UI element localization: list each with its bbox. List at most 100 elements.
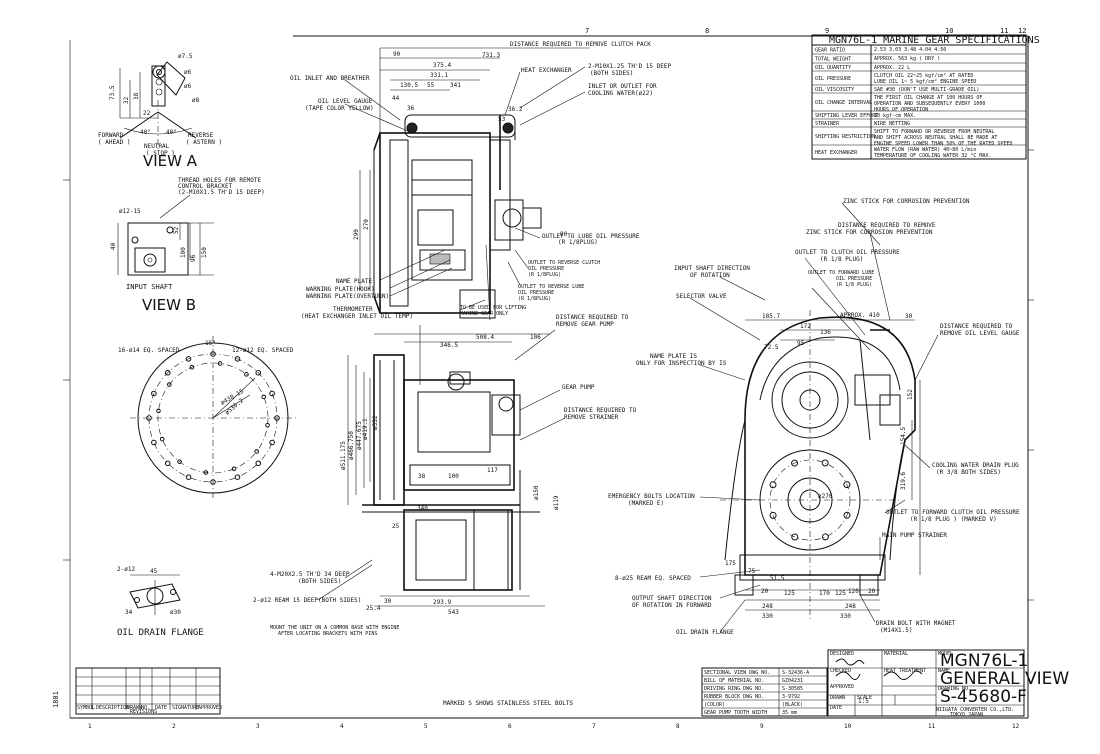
border-number: 6 [508, 723, 512, 730]
revision-header: DRAWN [127, 705, 142, 711]
dim-label: ø447.675 [356, 421, 363, 450]
fwd-lube-label: OIL PRESSURE [836, 276, 872, 282]
view-a: ø7.5 ø6 ø6 38 22 32 40° 40° 73.5 ø8 FORW… [98, 53, 222, 170]
dim-label: 290 [353, 229, 360, 240]
dim-label: 120 [848, 588, 859, 595]
dim-label: 96 [190, 254, 197, 262]
dim-label: 136 [820, 329, 831, 336]
bolt-hole [156, 408, 161, 414]
dim-label: 32 [123, 96, 130, 104]
revision-header: DATE [155, 705, 167, 711]
cooling-label: COOLING WATER(ø22) [588, 90, 653, 97]
model-text: MGN76L-1 [940, 651, 1028, 671]
bolt-hole [234, 356, 241, 362]
dim-label: ø6 [184, 83, 192, 90]
scale-value: 1:5 [858, 698, 869, 705]
dim-label: 55 [427, 82, 435, 89]
dim-label: ø119 [553, 495, 560, 510]
bolt-hole [231, 466, 237, 472]
dim-label: 330 [762, 613, 773, 620]
dim-label: 20 [761, 588, 769, 595]
fwd-outlet-label: (R 1/8 PLUG ) (MARKED V) [910, 516, 997, 523]
spec-label: HEAT EXCHANGER [815, 150, 858, 156]
company-city: TOKYO JAPAN [950, 712, 983, 718]
dim-label: ø466.750 [348, 431, 355, 460]
drain-plug-label: (R 3/8 BOTH SIDES) [936, 469, 1001, 476]
view-a-title: VIEW A [143, 152, 198, 170]
rev-lube-label: OIL PRESSURE [518, 290, 554, 296]
border-number: 8 [676, 723, 680, 730]
dim-label: 319.6 [900, 472, 907, 490]
revision-header: SIGNATURE [172, 705, 199, 711]
dim-label: 293.9 [433, 599, 451, 606]
dim-label: ø352 [372, 415, 379, 430]
revisions-title: REVISIONS [130, 709, 157, 715]
view-b-title: VIEW B [142, 296, 196, 314]
strainer-label: DISTANCE REQUIRED TO [564, 407, 637, 414]
drain-bolt-label: DRAIN BOLT WITH MAGNET [876, 620, 956, 627]
title-block-label: HEAT TREATMENT [884, 668, 926, 674]
ref-label: SECTIONAL VIEW DWG NO. [704, 670, 770, 676]
lube-label: (R 1/8PLUG) [558, 239, 598, 246]
dim-label: 25 [392, 523, 400, 530]
company-name: NIIGATA CONVERTER CO.,LTD. [936, 707, 1014, 713]
dim-label: ø419.1 [362, 418, 369, 440]
flange-note: 12-ø12 EQ. SPACED [232, 347, 294, 354]
border-number: 9 [825, 27, 829, 35]
edge-mark: 1801 [52, 691, 60, 708]
drain-note: 2-ø12 [117, 566, 135, 573]
spec-value: APPROX. 22 L [874, 65, 910, 71]
spec-value: WATER FLOW (RAW WATER) 40~80 L/min [874, 147, 976, 153]
dim-label: 30 [905, 313, 913, 320]
dim-label: ø7.5 [178, 53, 193, 60]
flange-bolt [821, 533, 829, 541]
spec-value: 10 kgf-cm MAX. [874, 113, 916, 119]
drawing-name: GENERAL VIEW [940, 669, 1069, 689]
dim-label: 346.5 [440, 342, 458, 349]
ref-value: (BLACK) [782, 702, 803, 708]
dim-label: 75 [748, 568, 756, 575]
dim-label: 45 [150, 568, 158, 575]
bolt-hole [274, 415, 280, 421]
dim-label: 152 [907, 389, 914, 400]
spec-label: OIL PRESSURE [815, 76, 851, 82]
border-number: 10 [945, 27, 953, 35]
spec-value: AND SHIFT ACROSS NEUTRAL SHALL BE MADE A… [874, 135, 997, 141]
cooling-label: INLET OR OUTLET FOR [588, 83, 657, 90]
title-block-label: CHECKED [830, 668, 851, 674]
rev-clutch-label: OIL PRESSURE [528, 266, 564, 272]
dim-label: 30 [384, 598, 392, 605]
revision-header: NO. [141, 705, 150, 711]
dim-label: 185.7 [762, 313, 780, 320]
spec-value: CLUTCH OIL 22~25 kgf/cm² AT RATED [874, 73, 973, 79]
border-number: 5 [424, 723, 428, 730]
signature [883, 670, 923, 680]
bolt-hole [210, 351, 216, 357]
oil-gauge-label: OIL LEVEL GAUGE [318, 98, 373, 105]
bolt-hole [244, 372, 249, 377]
border-number: 8 [705, 27, 709, 35]
dim-label: 330 [840, 613, 851, 620]
dim-label: 95 [797, 340, 805, 347]
dim-label: 172 [800, 323, 811, 330]
dim-label: 270 [363, 219, 370, 230]
pack-note: DISTANCE REQUIRED TO REMOVE CLUTCH PACK [510, 41, 651, 48]
spec-label: OIL VISCOSITY [815, 87, 854, 93]
dim-label: 154.5 [900, 427, 907, 445]
dim-label: 150 [201, 247, 208, 258]
view-b: THREAD HOLES FOR REMOTE CONTROL BRACKET … [110, 177, 265, 314]
fwd-clutch-label: (R 1/8 PLUG) [820, 256, 863, 263]
title-block-label: MODEL [938, 651, 953, 657]
dim-label: ø270 [818, 493, 833, 500]
revision-header: APPROVED [198, 705, 222, 711]
ref-value: GZ04231 [782, 678, 803, 684]
spec-value: 2.53 3.03 3.48 4.04 4.50 [874, 47, 946, 53]
dim-label: 38 [418, 473, 426, 480]
gear-pump-dist-label: DISTANCE REQUIRED TO [556, 314, 629, 321]
dim-label: 248 [762, 603, 773, 610]
dim-label: 125 [784, 590, 795, 597]
spec-value: WIRE NETTING [874, 121, 910, 127]
